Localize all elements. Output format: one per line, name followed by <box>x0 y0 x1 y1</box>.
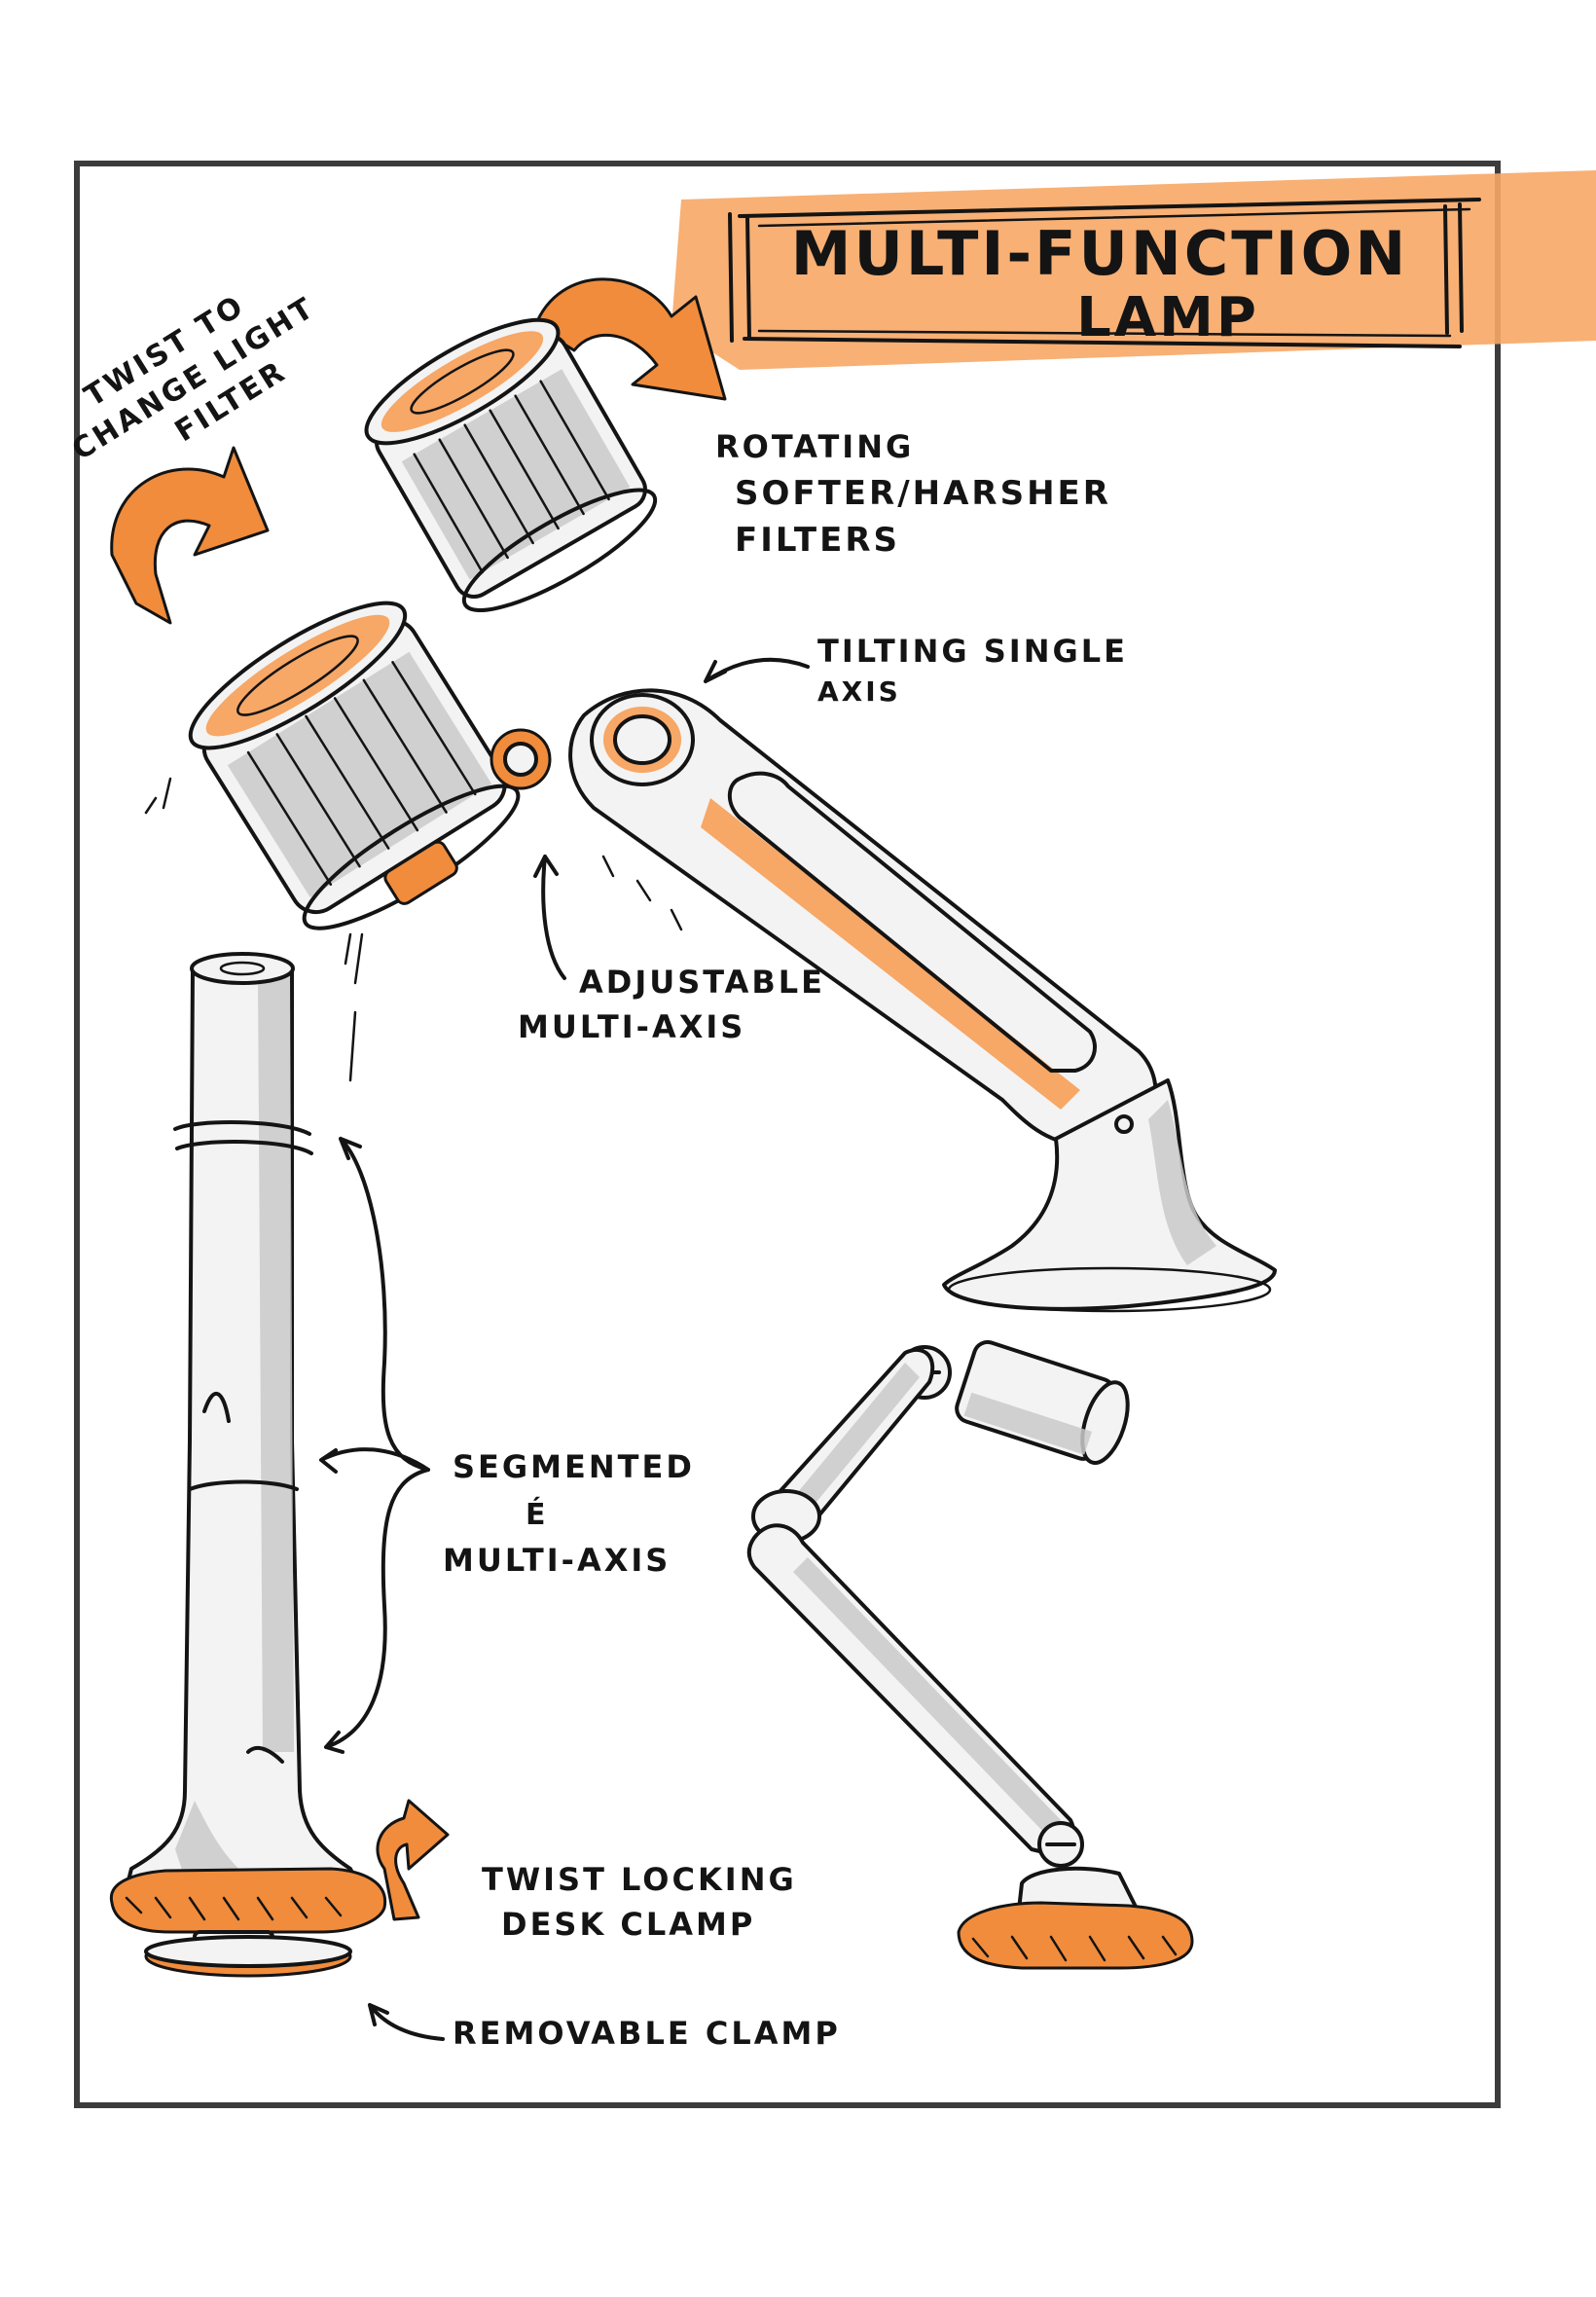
annotation-removable-clamp: REMOVABLE CLAMP <box>453 2015 841 2052</box>
title-line-1: MULTI-FUNCTION <box>791 218 1408 289</box>
rotating-line-3: FILTERS <box>735 521 900 560</box>
twist-arrow-icon <box>110 446 270 625</box>
title-block: MULTI-FUNCTION LAMP <box>671 170 1596 370</box>
light-rays <box>144 777 683 1082</box>
segmented-line-3: MULTI-AXIS <box>443 1542 671 1579</box>
title-line-2: LAMP <box>1076 286 1259 349</box>
segmented-line-1: SEGMENTED <box>453 1448 695 1485</box>
bracket-segmented <box>319 1137 430 1754</box>
segmented-line-2: É <box>526 1497 549 1532</box>
adjustable-line-1: ADJUSTABLE <box>579 964 825 1001</box>
rotating-line-2: SOFTER/HARSHER <box>735 474 1111 513</box>
annotation-rotating-filters: ROTATING SOFTER/HARSHER FILTERS <box>715 428 1111 560</box>
pointer-arrow-adjustable <box>533 855 566 980</box>
annotation-tilting: TILTING SINGLE AXIS <box>817 633 1128 708</box>
twist-clamp-line-2: DESK CLAMP <box>501 1906 755 1943</box>
page-frame <box>74 161 1501 2108</box>
annotation-twist-clamp: TWIST LOCKING DESK CLAMP <box>482 1861 797 1943</box>
twist-lock-arrow-icon <box>376 1799 450 1921</box>
twist-clamp-line-1: TWIST LOCKING <box>482 1861 797 1898</box>
annotation-segmented: SEGMENTED É MULTI-AXIS <box>443 1448 695 1579</box>
pointer-arrow-tilting <box>704 657 810 683</box>
tilting-line-1: TILTING SINGLE <box>817 633 1128 670</box>
segmented-lamp-illustration <box>109 952 450 1978</box>
articulated-lamp-illustration <box>746 1339 1194 1970</box>
main-lamp-illustration <box>110 446 1277 1313</box>
annotation-adjustable: ADJUSTABLE MULTI-AXIS <box>518 964 825 1045</box>
pointer-arrow-removable <box>368 2003 445 2041</box>
tilting-line-2: AXIS <box>817 675 901 708</box>
title-orange-wash <box>671 170 1596 370</box>
adjustable-line-2: MULTI-AXIS <box>518 1008 745 1045</box>
rotating-line-1: ROTATING <box>715 428 914 465</box>
rotating-filter-illustration <box>364 277 727 612</box>
rotate-arrow-icon <box>533 277 727 401</box>
